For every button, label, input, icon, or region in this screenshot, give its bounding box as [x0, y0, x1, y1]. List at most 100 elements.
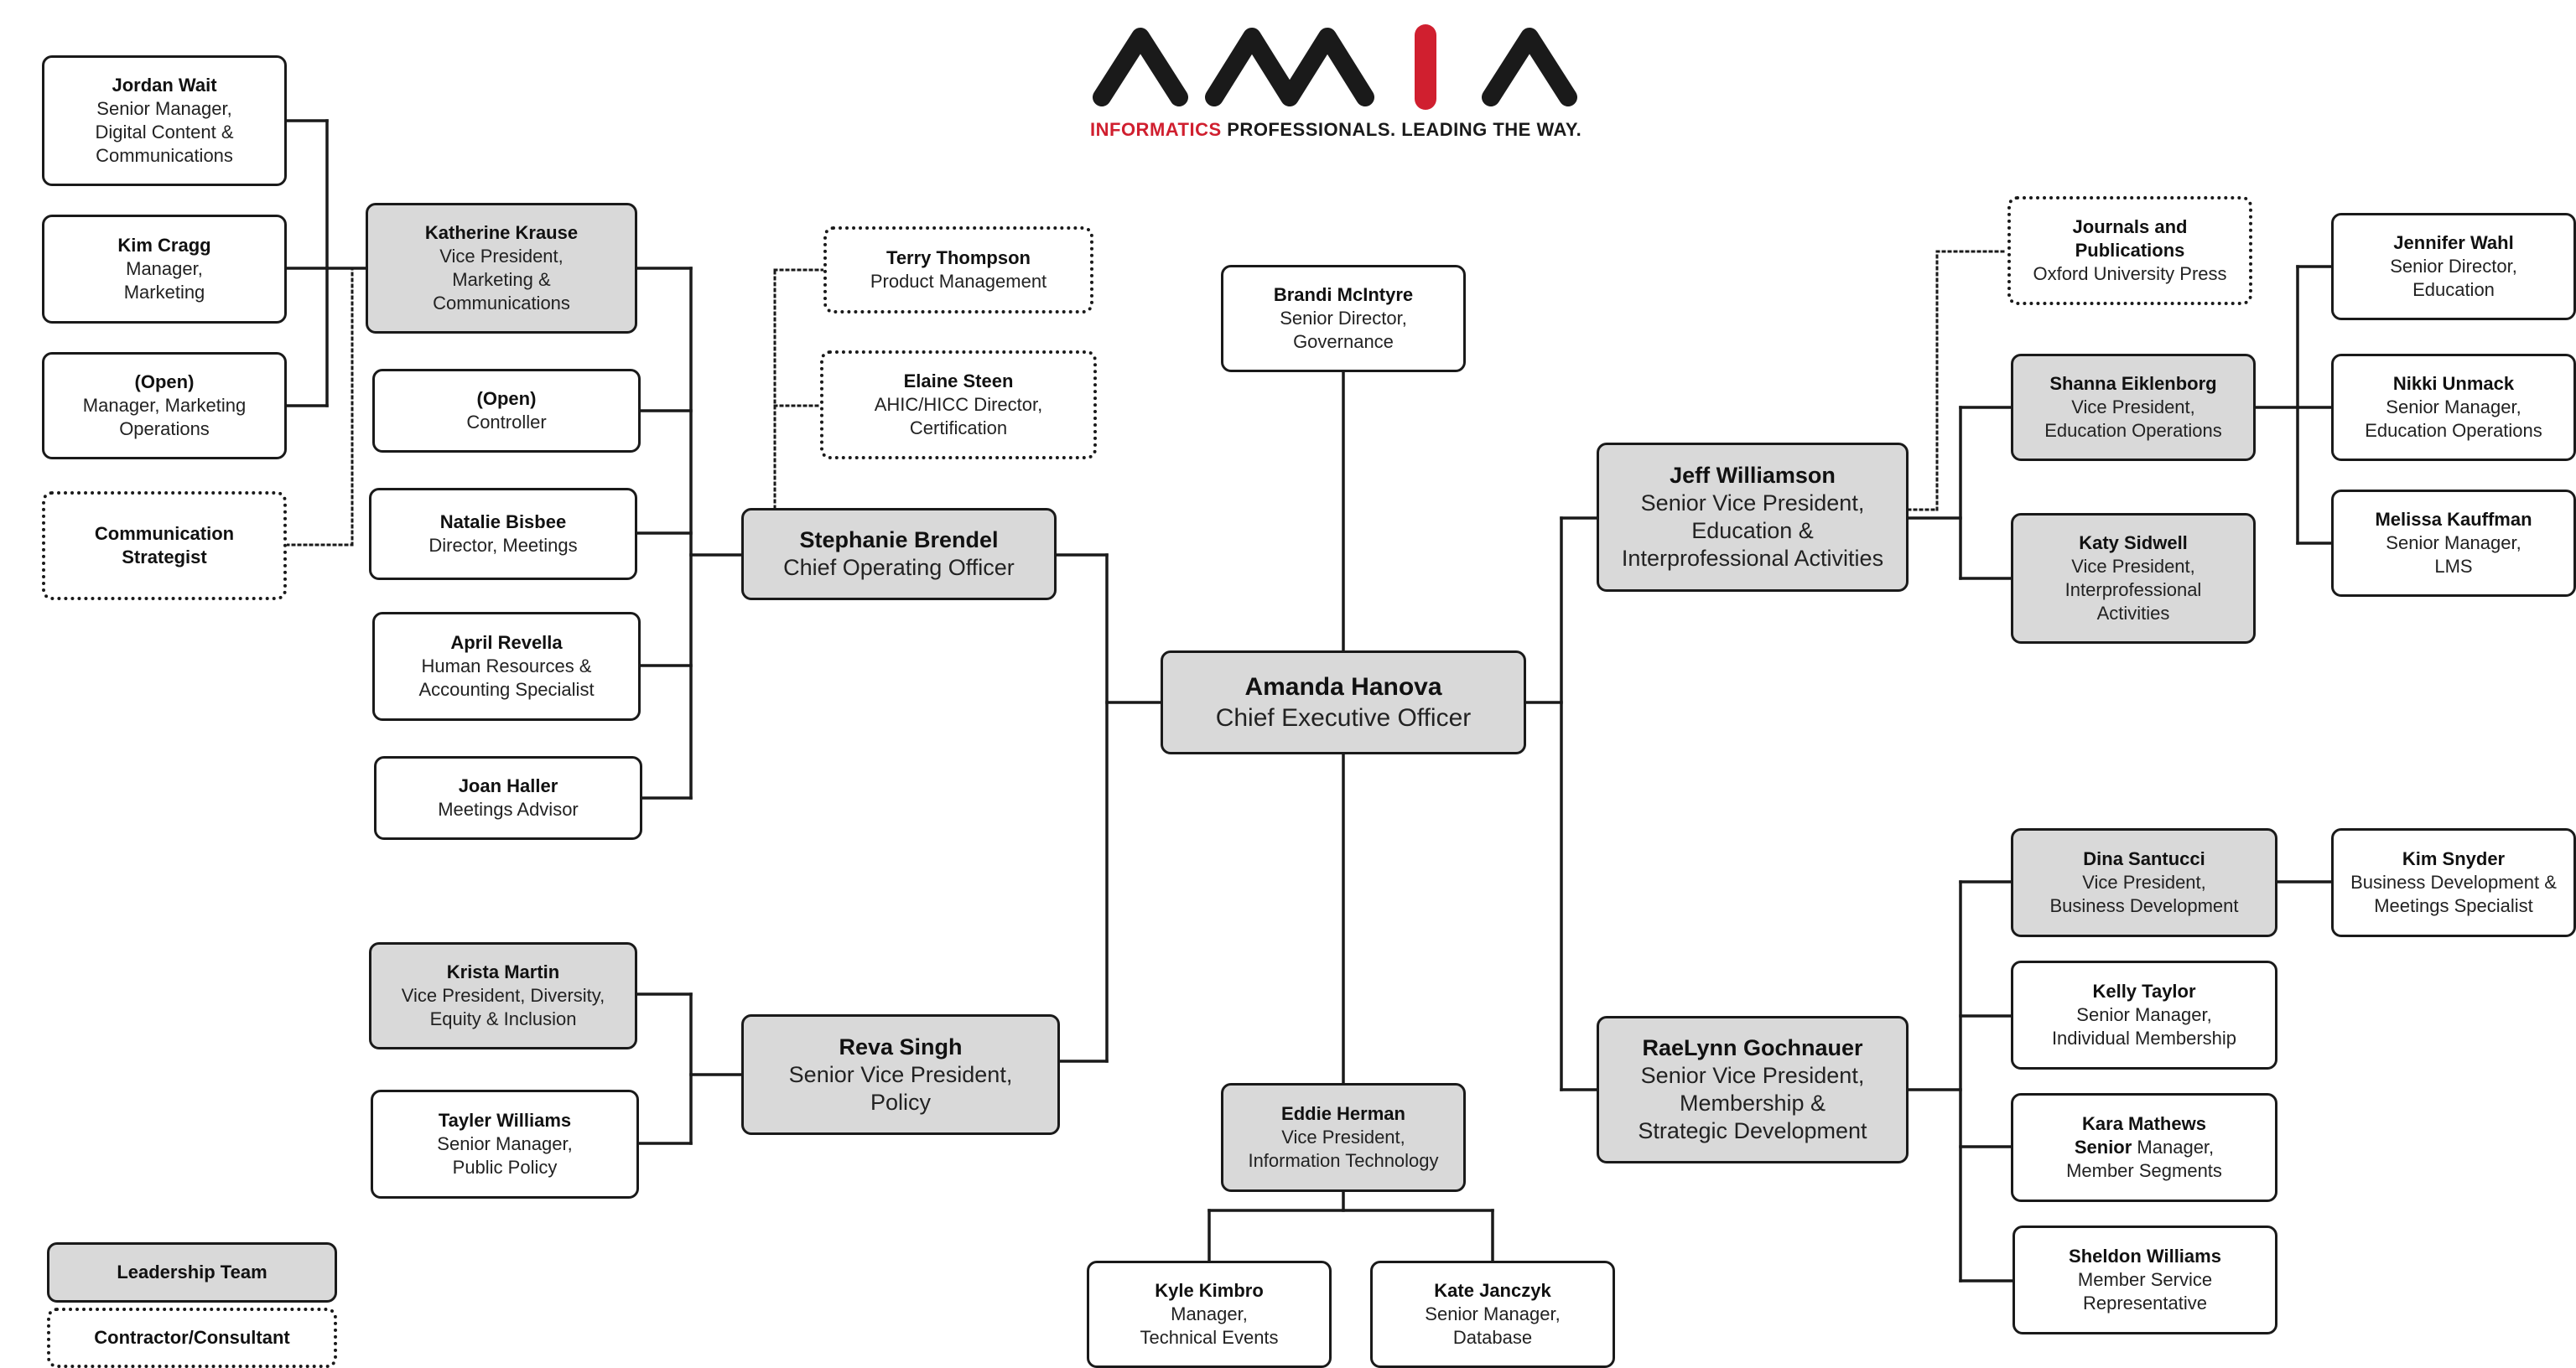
person-name: Kate Janczyk	[1434, 1280, 1551, 1301]
person-name: April Revella	[450, 632, 563, 653]
person-title: Vice President,	[1281, 1127, 1405, 1148]
person-title: Member Segments	[2066, 1160, 2222, 1181]
person-title: Manager,	[126, 258, 203, 279]
person-name: Krista Martin	[446, 961, 560, 982]
person-name: Kim Cragg	[117, 235, 211, 256]
person-title: Marketing &	[452, 269, 551, 290]
person-title: Senior Vice President,	[788, 1061, 1013, 1087]
person-name: Melissa Kauffman	[2375, 509, 2532, 530]
person-name: Shanna Eiklenborg	[2049, 373, 2217, 394]
person-name: Jeff Williamson	[1670, 463, 1836, 488]
person-name: Amanda Hanova	[1244, 673, 1442, 701]
person-title: Communications	[96, 145, 233, 166]
person-title: Vice President,	[439, 246, 564, 267]
person-title: Member Service	[2077, 1269, 2213, 1290]
person-title: Interprofessional	[2064, 579, 2202, 600]
person-title: Meetings Advisor	[438, 799, 579, 820]
person-title: Policy	[870, 1089, 932, 1115]
person-title: Senior Manager,	[437, 1133, 573, 1154]
person-title: Oxford University Press	[2033, 263, 2227, 284]
person-title: Manager,	[1171, 1303, 1248, 1324]
person-title: Education Operations	[2365, 420, 2542, 441]
person-title-bold: Senior	[2074, 1137, 2132, 1158]
person-title: Education Operations	[2044, 420, 2222, 441]
person-title: Human Resources &	[421, 656, 592, 676]
person-title: LMS	[2434, 556, 2473, 577]
amia-logo: INFORMATICS PROFESSIONALS. LEADING THE W…	[1090, 22, 1593, 148]
person-title: Chief Executive Officer	[1215, 704, 1472, 732]
person-title: Senior Director,	[2390, 256, 2517, 277]
legend-leadership-label: Leadership Team	[117, 1262, 267, 1282]
person-name: Jennifer Wahl	[2393, 232, 2514, 253]
person-title: Controller	[466, 412, 547, 433]
person-title: Strategic Development	[1638, 1118, 1867, 1143]
person-name: (Open)	[476, 388, 537, 409]
person-title: Individual Membership	[2051, 1028, 2237, 1049]
person-title: Senior Manager,	[2386, 532, 2521, 553]
person-name: Tayler Williams	[438, 1110, 572, 1131]
person-title: Vice President, Diversity,	[401, 985, 605, 1006]
person-title: Senior Vice President,	[1640, 490, 1865, 516]
person-name: Jordan Wait	[112, 75, 217, 96]
person-title: Senior Manager,	[2386, 396, 2521, 417]
person-name: Reva Singh	[839, 1034, 963, 1060]
person-title: Business Development &	[2350, 872, 2557, 893]
legend-leadership: Leadership Team	[47, 1242, 337, 1303]
tagline-accent: INFORMATICS	[1090, 119, 1222, 140]
person-name: Journals and Publications	[2072, 216, 2188, 261]
person-name: Kelly Taylor	[2092, 981, 2196, 1002]
person-name: Kim Snyder	[2402, 848, 2506, 869]
tagline-rest: PROFESSIONALS. LEADING THE WAY.	[1221, 119, 1582, 140]
person-title: Communications	[433, 293, 570, 314]
legend-contractor-label: Contractor/Consultant	[94, 1327, 290, 1348]
person-name: Terry Thompson	[886, 247, 1031, 268]
org-box-open-controller: (Open) Controller	[372, 369, 641, 453]
person-name: Joan Haller	[458, 775, 558, 796]
person-title: Certification	[909, 417, 1008, 438]
person-title: Interprofessional Activities	[1621, 546, 1884, 571]
person-name: Eddie Herman	[1281, 1103, 1405, 1124]
person-title: Senior Manager,	[2074, 1137, 2215, 1158]
person-name: Communication Strategist	[94, 523, 235, 567]
person-title: Activities	[2096, 603, 2170, 624]
person-title: Senior Vice President,	[1640, 1063, 1865, 1088]
person-title: Information Technology	[1248, 1150, 1439, 1171]
person-title: Vice President,	[2071, 556, 2195, 577]
org-box-comm-strategist: Communication Strategist	[42, 491, 287, 600]
person-name: Nikki Unmack	[2392, 373, 2515, 394]
legend-contractor: Contractor/Consultant	[47, 1308, 337, 1368]
person-name: Brandi McIntyre	[1273, 284, 1414, 305]
person-title: Vice President,	[2071, 396, 2195, 417]
person-title: Senior Manager,	[96, 98, 232, 119]
logo-tagline: INFORMATICS PROFESSIONALS. LEADING THE W…	[1090, 119, 1593, 141]
person-name: Dina Santucci	[2083, 848, 2205, 869]
person-title: Vice President,	[2082, 872, 2206, 893]
person-title: Membership &	[1679, 1091, 1826, 1116]
person-title: Operations	[119, 418, 210, 439]
